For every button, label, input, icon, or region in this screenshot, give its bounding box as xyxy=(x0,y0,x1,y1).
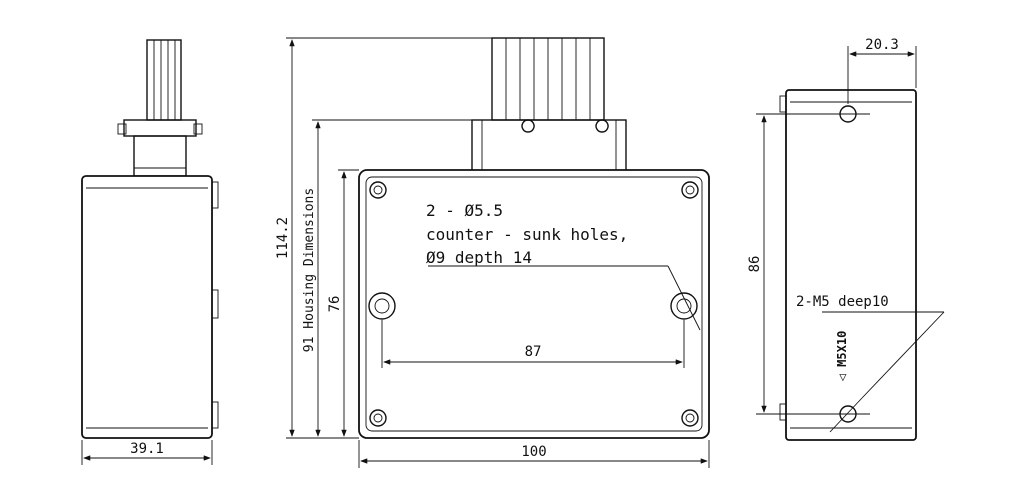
rear-offset-label: 20.3 xyxy=(865,37,899,53)
connector-screw-icon xyxy=(521,119,535,133)
side-view: 39.1 xyxy=(81,39,219,465)
rear-view: 20.3 86 2-M5 deep10 ◁ M5X10 xyxy=(747,37,945,441)
corner-screw-icon xyxy=(369,181,387,199)
side-connector-body xyxy=(133,135,187,177)
overall-height-label: 114.2 xyxy=(275,217,291,259)
thread-mark-label: ◁ M5X10 xyxy=(835,331,849,383)
side-connector-flange xyxy=(123,119,197,137)
thread-note-label: 2-M5 deep10 xyxy=(796,294,889,310)
countersunk-hole-icon xyxy=(368,292,396,320)
connector-screw-icon xyxy=(595,119,609,133)
corner-screw-icon xyxy=(369,409,387,427)
corner-screw-icon xyxy=(681,409,699,427)
hole-note-line-3: Ø9 depth 14 xyxy=(426,248,532,267)
front-width-label: 100 xyxy=(521,444,546,460)
hole-note-line-2: counter - sunk holes, xyxy=(426,225,628,244)
front-housing xyxy=(358,169,710,439)
side-cable xyxy=(146,39,182,121)
side-width-label: 39.1 xyxy=(130,441,164,457)
rear-height-label: 86 xyxy=(747,256,763,273)
corner-screw-icon xyxy=(681,181,699,199)
housing-height-label: 91 Housing Dimensions xyxy=(302,188,317,352)
front-connector xyxy=(471,119,627,173)
front-view: 2 - Ø5.5 counter - sunk holes, Ø9 depth … xyxy=(275,37,710,468)
hole-spacing-label: 87 xyxy=(525,344,542,360)
side-housing xyxy=(81,175,213,439)
inner-height-label: 76 xyxy=(327,296,343,313)
rear-housing xyxy=(785,89,917,441)
hole-note-line-1: 2 - Ø5.5 xyxy=(426,201,503,220)
